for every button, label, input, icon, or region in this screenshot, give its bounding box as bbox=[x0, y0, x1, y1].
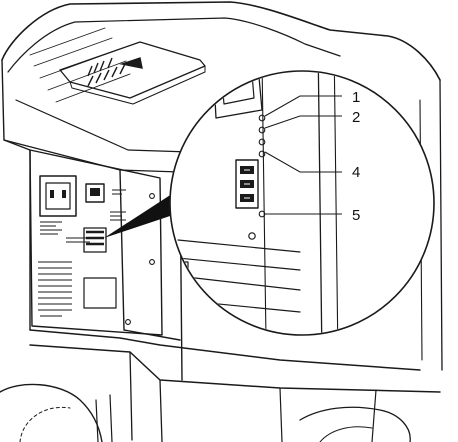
callout-5: 5 bbox=[352, 207, 360, 224]
rear-connection-panel bbox=[29, 149, 182, 336]
callout-1: 1 bbox=[352, 89, 360, 106]
panel-text-rows bbox=[40, 189, 126, 243]
terminal-block-small bbox=[83, 227, 107, 253]
network-socket bbox=[85, 183, 105, 203]
callout-4: 4 bbox=[352, 164, 360, 181]
vent-slots bbox=[38, 261, 72, 311]
terminal-block bbox=[235, 159, 259, 209]
power-socket bbox=[39, 175, 77, 217]
magnified-detail: 1 2 4 5 bbox=[169, 70, 435, 336]
callout-leaders bbox=[264, 95, 342, 215]
device-housing bbox=[0, 1, 443, 442]
callout-2: 2 bbox=[352, 109, 360, 126]
zoom-pointer bbox=[104, 190, 182, 238]
lid-label-glyphs bbox=[87, 57, 143, 87]
led-indicators bbox=[258, 114, 266, 218]
